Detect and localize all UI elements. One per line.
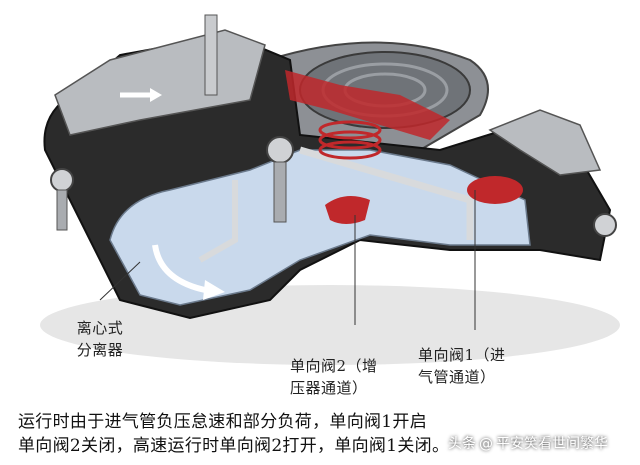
leader-line-separator bbox=[99, 261, 141, 301]
label-centrifugal-separator-line1: 离心式 bbox=[76, 319, 124, 337]
flow-arrow-separator bbox=[152, 244, 206, 293]
check-valve-2-body bbox=[325, 196, 370, 224]
caption: 运行时由于进气管负压怠速和部分负荷，单向阀1开启 单向阀2关闭，高速运行时单向阀… bbox=[18, 410, 618, 458]
valve-spring bbox=[318, 120, 382, 160]
bolt-center bbox=[266, 136, 294, 223]
label-check-valve-1-line1: 单向阀1（进 bbox=[418, 346, 506, 364]
watermark: 头条@平安笑看世间繁华 bbox=[448, 433, 638, 453]
inner-wall bbox=[299, 146, 474, 240]
bolt-right bbox=[593, 213, 617, 237]
upper-shell-right bbox=[488, 109, 602, 176]
label-check-valve-2-line1: 单向阀2（增 bbox=[290, 357, 378, 375]
flow-arrowhead-top bbox=[150, 88, 162, 102]
watermark-at: @ bbox=[479, 436, 493, 452]
watermark-source: 头条 bbox=[448, 436, 476, 452]
caption-line-2: 单向阀2关闭，高速运行时单向阀2打开，单向阀1关闭。 bbox=[18, 436, 450, 456]
inner-wall-2 bbox=[198, 180, 238, 263]
red-chamber-top bbox=[285, 70, 450, 140]
label-centrifugal-separator-line2: 分离器 bbox=[76, 341, 124, 359]
caption-line-1: 运行时由于进气管负压怠速和部分负荷，单向阀1开启 bbox=[18, 412, 428, 432]
label-check-valve-2: 单向阀2（增 压器通道） bbox=[290, 355, 420, 399]
label-check-valve-1-line2: 气管通道） bbox=[418, 368, 496, 386]
stud-top bbox=[204, 14, 218, 96]
label-centrifugal-separator: 离心式 分离器 bbox=[60, 317, 140, 361]
watermark-author: 平安笑看世间繁华 bbox=[496, 436, 608, 452]
label-check-valve-1: 单向阀1（进 气管通道） bbox=[418, 344, 528, 388]
bolt-left bbox=[50, 168, 74, 231]
flow-arrowhead-separator bbox=[203, 280, 225, 300]
check-valve-1-disc bbox=[467, 176, 523, 204]
label-check-valve-2-line2: 压器通道） bbox=[290, 379, 368, 397]
